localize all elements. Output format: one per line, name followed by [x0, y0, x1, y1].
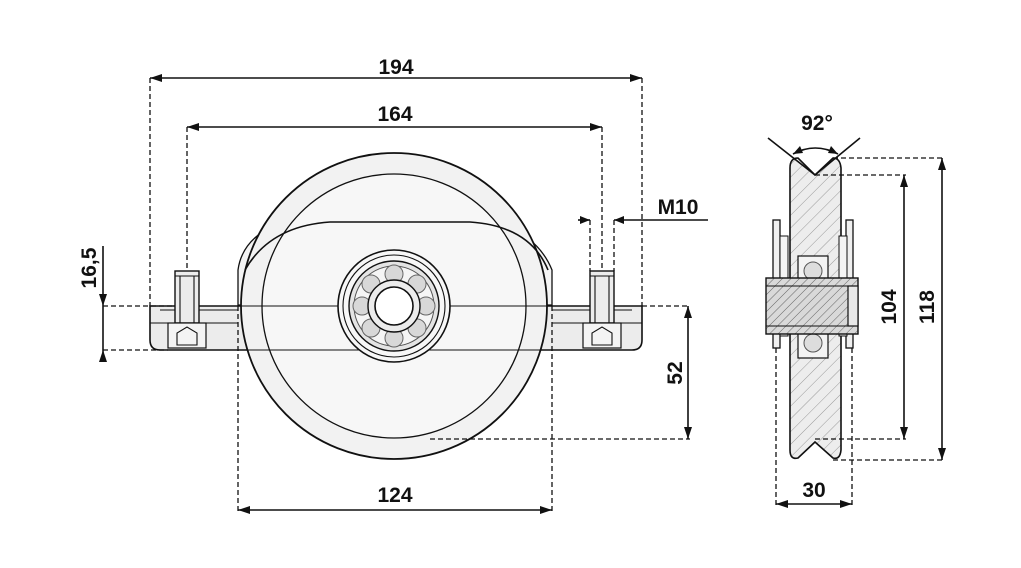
dimension-thread: M10 — [578, 196, 708, 271]
right-stud — [582, 270, 622, 349]
thread-label: M10 — [658, 196, 699, 219]
dimension-groove-diameter: 104 — [815, 174, 908, 440]
dimension-wheel-width: 30 — [775, 348, 853, 508]
dimension-wheel-diameter: 124 — [237, 306, 553, 514]
wheel-diameter-label: 124 — [377, 484, 412, 507]
dimension-plate-thickness: 16,5 — [78, 246, 175, 362]
dimension-axle-height: 52 — [430, 305, 692, 440]
bolt-spacing-label: 164 — [377, 103, 412, 126]
dimension-outer-diameter: 118 — [833, 157, 946, 461]
dimension-bolt-spacing: 164 — [186, 103, 603, 271]
wheel-width-label: 30 — [802, 479, 825, 502]
outer-diameter-label: 118 — [916, 290, 939, 324]
axle-section — [765, 277, 859, 335]
overall-width-label: 194 — [378, 56, 413, 79]
axle-height-label: 52 — [664, 361, 687, 384]
side-view: 92° 104 118 30 — [765, 112, 946, 508]
groove-diameter-label: 104 — [878, 289, 901, 324]
dimension-groove-angle: 92° — [767, 112, 861, 176]
groove-angle-label: 92° — [801, 112, 833, 135]
plate-thickness-label: 16,5 — [78, 247, 101, 288]
dimension-overall-width: 194 — [149, 56, 643, 306]
left-stud — [167, 270, 207, 349]
axle-hole — [374, 286, 414, 326]
bearing-balls — [352, 264, 436, 348]
front-view: 194 164 M10 16,5 — [78, 56, 708, 514]
